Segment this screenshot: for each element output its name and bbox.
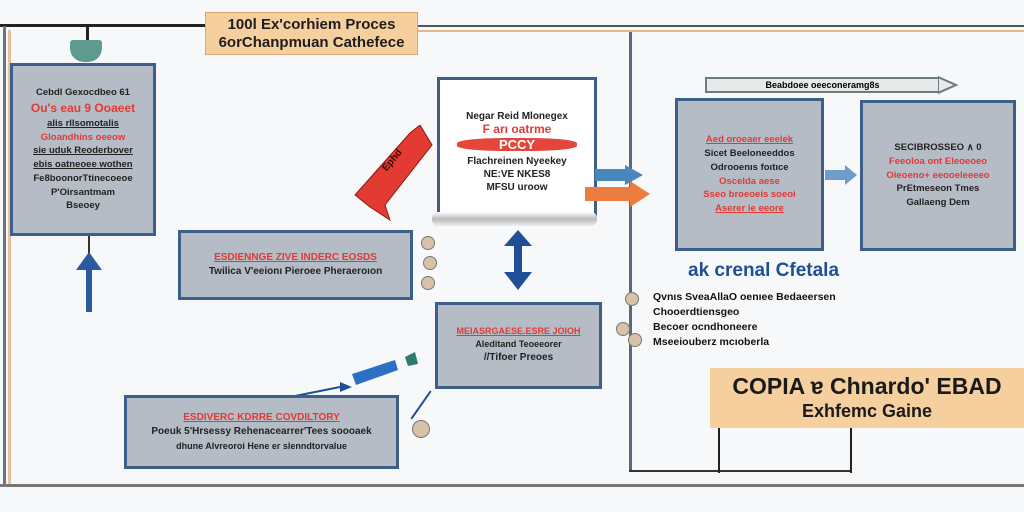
box5-heading: Aed oroeaer eeelek [705, 134, 794, 146]
banner-label: Beabdoee oeeconeramg8s [765, 80, 880, 90]
center-box: Negar Reid Mlonegex F arı oatrme PCCY Fl… [437, 77, 597, 217]
box5-line: Odrooenıs foıtıce [710, 161, 789, 173]
center-box-line: NE:VE NKES8 [483, 169, 551, 180]
frame-top-line-accent [418, 30, 1024, 32]
box6-line: Oieoeno+ eeooeleeeeo [886, 169, 990, 181]
connector-knob [421, 276, 435, 290]
bottom-right-line2: Exhfemc Gaine [801, 401, 933, 421]
box6-line: SECIBROSSEO ∧ 0 [894, 142, 982, 154]
box2-heading: ESDIENNGE ZIVE INDERC EOSDS [214, 251, 377, 263]
funnel-stem [86, 26, 89, 42]
top-right-banner: Beabdoee oeeconeramg8s [705, 77, 940, 93]
left-box-line: ebis oatneoee wothen [33, 159, 133, 171]
title-line1: 100l Ex'corhiem Proces [227, 16, 396, 33]
frame-bottom-line [0, 484, 1024, 487]
connector-knob [625, 292, 639, 306]
bottom-right-line1: COPIA ɐ Chnardo' EBAD [732, 373, 1002, 399]
box3-line: Aleditand Teoeeorer [475, 339, 562, 350]
box5-line: Sicet Beeloneeddos [704, 147, 795, 159]
funnel-icon [70, 40, 102, 62]
left-box-line: P'Oirsantmam [50, 186, 116, 198]
section-heading: ak crenal Cfetala [688, 260, 840, 281]
connector [850, 428, 852, 473]
connector [88, 236, 90, 254]
left-box-line: Cebdl Gexocdbeo 61 [36, 86, 130, 98]
left-box-line: alis rllsomotalis [47, 117, 119, 129]
list-item: Chooerdtiensgeo [653, 306, 740, 318]
process-box-4: ESDIVERC KDRRE COVDILTORY Poeuk 5'Hrsess… [124, 395, 399, 469]
scroll-bar-graphic [432, 212, 597, 226]
ribbon-arrow-icon [354, 125, 433, 222]
left-box-line: Fe8boonorTtinecoeoe [33, 172, 133, 184]
box2-line: Twilica V'eeionı Pieroee Pheraeroıon [208, 266, 383, 277]
box5-line: Oscelda aese [719, 175, 780, 187]
divider-bottom [629, 470, 851, 472]
box4-line: Poeuk 5'Hrsessy Rehenacearrer'Tees soooa… [151, 426, 372, 438]
frame-top-line [0, 24, 205, 27]
process-box-5: Aed oroeaer eeelek Sicet Beeloneeddos Od… [675, 98, 824, 251]
bottom-right-box: COPIA ɐ Chnardo' EBAD Exhfemc Gaine [710, 368, 1024, 428]
frame-left-line [3, 26, 6, 486]
process-box-3: MEIASRGAESE.ESRE JOIOH Aleditand Teoeeor… [435, 302, 602, 389]
box5-line: Aserer ie eeore [715, 203, 784, 215]
frame-top-line-right [418, 25, 1024, 27]
box4-line: dhune Alvreoroi Hene er slenndtorvalue [176, 440, 347, 451]
list-item: Qvnıs SveaAllaO oenıee Bedaeersen [653, 291, 836, 303]
list-item: Mseeiouberz mcıoberla [653, 336, 770, 348]
list-item: Becoer ocndhoneere [653, 321, 758, 333]
title-box: 100l Ex'corhiem Proces 6orChanpmuan Cath… [205, 12, 418, 55]
right-arrows-icon [585, 165, 650, 207]
box3-heading: MEIASRGAESE.ESRE JOIOH [456, 326, 581, 337]
connector [718, 428, 720, 473]
left-box-line: Bseoey [66, 200, 100, 212]
double-arrow-icon [504, 230, 532, 290]
center-box-line: Negar Reid Mlonegex [466, 111, 568, 122]
connector-knob [421, 236, 435, 250]
divider-vertical [629, 32, 632, 472]
criteria-list: Qvnıs SveaAllaO oenıee Bedaeersen Chooer… [653, 290, 836, 350]
center-banner: PCCY [457, 138, 577, 151]
connector-knob [616, 322, 630, 336]
connector-knob [423, 256, 437, 270]
connector-knob [628, 333, 642, 347]
frame-left-accent [8, 30, 11, 485]
left-box: Cebdl Gexocdbeo 61 Ou's eau 9 Ooaeet ali… [10, 63, 156, 236]
process-box-6: SECIBROSSEO ∧ 0 Feeoloa ont Eleoeoeo Oie… [860, 100, 1016, 251]
box6-line: PrEtmeseon Tmes [896, 183, 980, 195]
diagonal-arrow-icon [289, 352, 418, 398]
box6-line: Feeoloa ont Eleoeoeo [888, 155, 988, 167]
box5-line: Sseo broeoeis soeoi [703, 189, 796, 201]
left-box-line: sie uduk Reoderbover [33, 145, 133, 157]
box6-line: Gallaeng Dem [906, 197, 970, 209]
title-line2: 6orChanpmuan Cathefece [218, 34, 405, 51]
center-box-line: Flachreinen Nyeekey [467, 156, 567, 167]
center-box-line: F arı oatrme [482, 122, 552, 136]
box3-line: //Tifoer Preoes [483, 352, 554, 364]
process-box-2: ESDIENNGE ZIVE INDERC EOSDS Twilica V'ee… [178, 230, 413, 300]
left-box-line: Ou's eau 9 Ooaeet [30, 100, 136, 115]
box4-heading: ESDIVERC KDRRE COVDILTORY [183, 411, 340, 423]
banner-arrow-tip-icon [938, 75, 958, 95]
center-box-line: MFSU uroow [486, 182, 548, 193]
connector-knob [412, 420, 430, 438]
left-box-line: Gloandhins oeeow [40, 131, 126, 143]
right-arrow-icon [825, 165, 857, 185]
up-arrow-icon [76, 252, 102, 312]
